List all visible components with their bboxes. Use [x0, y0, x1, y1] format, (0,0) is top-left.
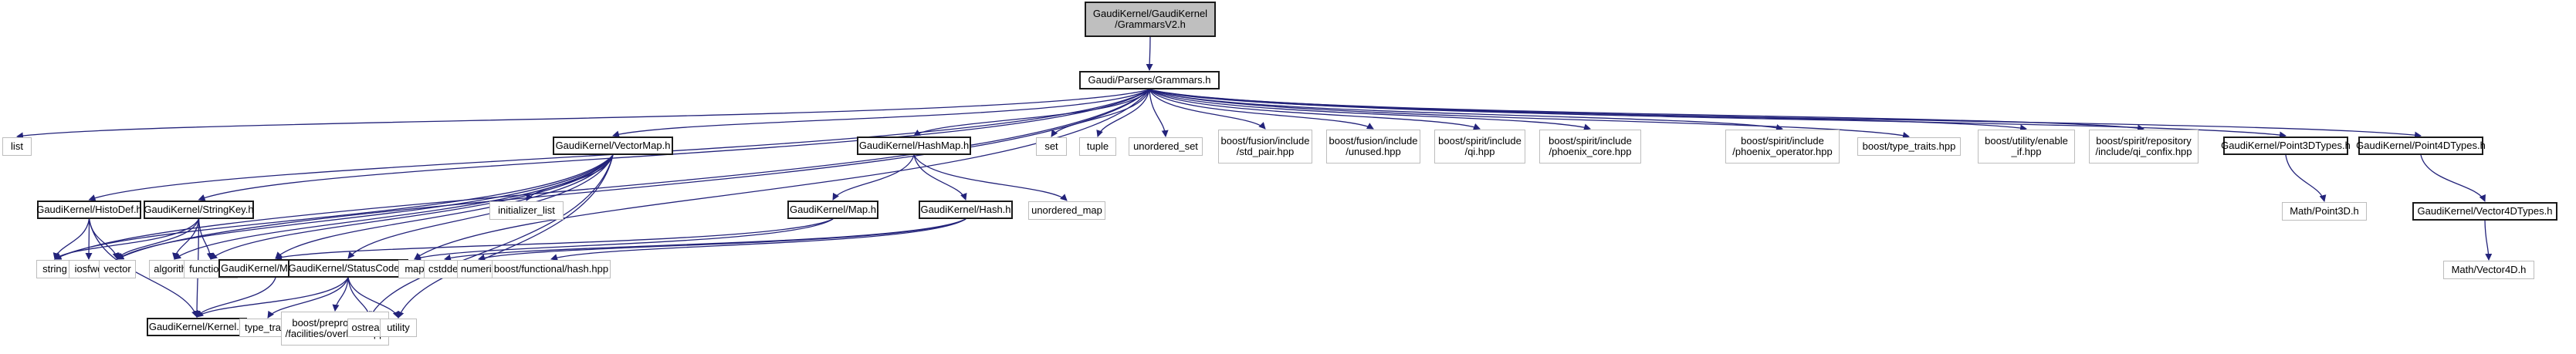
edge-grammars-to-spirit_qi: [1149, 89, 1481, 130]
edge-mapbase-to-kernel: [196, 277, 276, 318]
edge-grammars-to-fusion_pair: [1149, 89, 1266, 130]
graph-node-list[interactable]: list: [2, 137, 32, 156]
graph-node-vector[interactable]: vector: [99, 260, 136, 278]
edge-root-to-grammars: [1146, 36, 1153, 71]
edge-grammars-to-hashmap: [913, 89, 1150, 137]
graph-node-fusion_pair[interactable]: boost/fusion/include /std_pair.hpp: [1218, 130, 1312, 164]
graph-node-hashmap[interactable]: GaudiKernel/HashMap.h: [857, 137, 971, 155]
edge-grammars-to-vectormap: [612, 89, 1150, 138]
edge-point4dtypes-to-vector4dtypes: [2420, 154, 2486, 202]
edge-grammars-to-list: [16, 89, 1150, 140]
graph-node-spirit_qi[interactable]: boost/spirit/include /qi.hpp: [1434, 130, 1525, 164]
edge-grammars-to-enable_if: [1149, 89, 2027, 132]
graph-node-point4dtypes[interactable]: GaudiKernel/Point4DTypes.h: [2356, 137, 2486, 155]
edge-stringkey-to-algorithm: [172, 218, 200, 260]
graph-node-enable_if[interactable]: boost/utility/enable _if.hpp: [1978, 130, 2075, 164]
edge-grammars-to-point3dtypes: [1149, 89, 2287, 139]
graph-node-histodef[interactable]: GaudiKernel/HistoDef.h: [36, 201, 142, 219]
edge-grammars-to-phoenix_core: [1149, 89, 1591, 131]
graph-node-vectormap[interactable]: GaudiKernel/VectorMap.h: [553, 137, 673, 155]
edge-stringkey-to-string: [54, 218, 200, 260]
edge-stringkey-to-vector: [117, 218, 200, 260]
graph-node-gkhash[interactable]: GaudiKernel/Hash.h: [919, 201, 1013, 219]
graph-node-root[interactable]: GaudiKernel/GaudiKernel /GrammarsV2.h: [1085, 2, 1216, 37]
edge-grammars-to-stringkey: [198, 89, 1150, 201]
graph-node-mathvector4d[interactable]: Math/Vector4D.h: [2443, 261, 2534, 279]
edge-gkhash-to-numeric: [478, 218, 966, 261]
graph-node-string[interactable]: string: [36, 260, 73, 278]
graph-node-utility[interactable]: utility: [380, 319, 417, 337]
edge-grammars-to-phoenix_op: [1149, 89, 1783, 131]
graph-node-stringkey[interactable]: GaudiKernel/StringKey.h: [144, 201, 254, 219]
edge-vectormap-to-ostream: [369, 154, 614, 319]
edge-grammars-to-string: [54, 89, 1150, 260]
graph-node-boost_hash[interactable]: boost/functional/hash.hpp: [492, 260, 611, 278]
edge-vectormap-to-statuscode: [347, 154, 614, 259]
edge-grammars-to-unordered_set: [1149, 89, 1169, 137]
graph-node-mathpoint3d[interactable]: Math/Point3D.h: [2282, 202, 2367, 221]
graph-node-gkmap[interactable]: GaudiKernel/Map.h: [787, 201, 878, 219]
edge-vectormap-to-init_list: [526, 154, 614, 201]
edge-grammars-to-set: [1051, 89, 1150, 137]
edge-gkhash-to-cstddef: [444, 218, 966, 261]
graph-node-unordered_set[interactable]: unordered_set: [1129, 137, 1203, 156]
graph-node-statuscode[interactable]: GaudiKernel/StatusCode.h: [288, 259, 408, 278]
edge-grammars-to-map: [414, 89, 1150, 260]
graph-node-phoenix_op[interactable]: boost/spirit/include /phoenix_operator.h…: [1725, 130, 1840, 164]
edge-grammars-to-vector: [117, 89, 1150, 260]
graph-node-point3dtypes[interactable]: GaudiKernel/Point3DTypes.h: [2221, 137, 2351, 155]
graph-node-phoenix_core[interactable]: boost/spirit/include /phoenix_core.hpp: [1539, 130, 1641, 164]
graph-node-grammars[interactable]: Gaudi/Parsers/Grammars.h: [1079, 71, 1220, 89]
edge-hashmap-to-gkhash: [913, 154, 967, 201]
edge-gkhash-to-boost_hash: [550, 218, 966, 261]
graph-node-fusion_unused[interactable]: boost/fusion/include /unused.hpp: [1326, 130, 1420, 164]
edge-histodef-to-string: [52, 218, 90, 260]
edge-histodef-to-vector: [88, 218, 120, 260]
graph-node-init_list[interactable]: initializer_list: [489, 201, 564, 220]
edge-hashmap-to-unordered_map: [913, 154, 1068, 201]
edge-point3dtypes-to-mathpoint3d: [2285, 154, 2327, 202]
edge-gkmap-to-mapbase: [275, 218, 834, 261]
edge-vector4dtypes-to-mathvector4d: [2484, 220, 2493, 261]
graph-node-type_traits_h[interactable]: boost/type_traits.hpp: [1857, 137, 1961, 156]
graph-node-unordered_map[interactable]: unordered_map: [1028, 201, 1105, 220]
edge-grammars-to-tuple: [1096, 89, 1150, 137]
edge-grammars-to-qi_confix: [1149, 89, 2144, 132]
graph-node-vector4dtypes[interactable]: GaudiKernel/Vector4DTypes.h: [2412, 202, 2557, 221]
edge-vectormap-to-utility: [397, 154, 614, 319]
edge-hashmap-to-gkmap: [832, 154, 915, 201]
edge-grammars-to-fusion_unused: [1149, 89, 1374, 130]
graph-node-kernel[interactable]: GaudiKernel/Kernel.h: [147, 318, 247, 336]
edge-grammars-to-point4dtypes: [1149, 89, 2422, 139]
edge-gkmap-to-map: [414, 218, 834, 261]
graph-node-set[interactable]: set: [1036, 137, 1067, 156]
graph-node-tuple[interactable]: tuple: [1079, 137, 1116, 156]
edge-histodef-to-iosfwd: [85, 218, 93, 260]
graph-node-qi_confix[interactable]: boost/spirit/repository /include/qi_conf…: [2089, 130, 2199, 164]
edge-statuscode-to-overload: [332, 277, 349, 312]
edge-stringkey-to-functional: [198, 218, 214, 260]
